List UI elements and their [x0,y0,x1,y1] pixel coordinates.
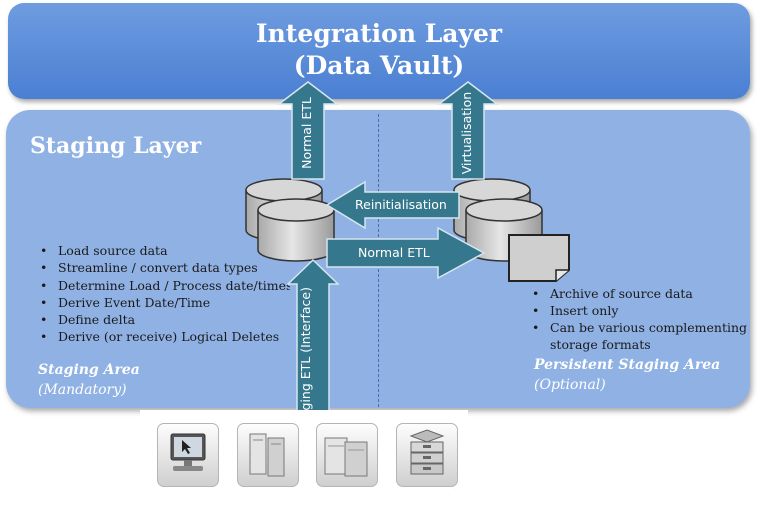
staging-layer-title: Staging Layer [30,133,202,159]
database-server-icon [324,437,368,477]
source-tile-1 [157,423,219,487]
virtualisation-arrow [436,81,500,180]
list-item: Can be various complementing storage for… [528,319,753,353]
normal-etl-right-arrow [326,226,486,280]
source-tile-4 [396,423,458,487]
normal-etl-right-label: Normal ETL [358,245,430,260]
document-icon [508,234,570,282]
list-item: Derive Event Date/Time [36,294,290,312]
staging-area-subtitle: (Mandatory) [38,382,127,398]
source-tile-3 [316,423,378,487]
integration-layer-title-line1: Integration Layer [255,19,503,48]
staging-database-icon [245,178,335,262]
staging-area-bullets: Load source data Streamline / convert da… [36,242,290,346]
list-item: Streamline / convert data types [36,259,290,277]
list-item: Derive (or receive) Logical Deletes [36,328,290,345]
staging-area-title: Staging Area [38,362,140,378]
persistent-staging-bullets: Archive of source data Insert only Can b… [528,285,753,353]
reinitialisation-label: Reinitialisation [355,197,447,212]
list-item: Insert only [528,302,753,319]
normal-etl-up-arrow [276,81,340,180]
persistent-staging-subtitle: (Optional) [534,377,606,393]
integration-layer-title-line2: (Data Vault) [293,51,465,80]
integration-layer-title: Integration Layer (Data Vault) [8,18,750,82]
persistent-staging-title: Persistent Staging Area [534,357,721,373]
source-tile-2 [237,423,299,487]
list-item: Define delta [36,311,290,329]
integration-layer-panel [8,3,750,99]
list-item: Archive of source data [528,285,753,302]
list-item: Load source data [36,242,290,260]
desktop-pointer-icon [170,433,206,471]
virtualisation-label: Virtualisation [459,91,474,175]
list-item: Determine Load / Process date/times [36,277,290,295]
normal-etl-up-label: Normal ETL [299,97,314,169]
server-tower-icon [249,433,285,477]
reinitialisation-arrow [325,180,460,230]
storage-drawers-icon [409,429,445,475]
